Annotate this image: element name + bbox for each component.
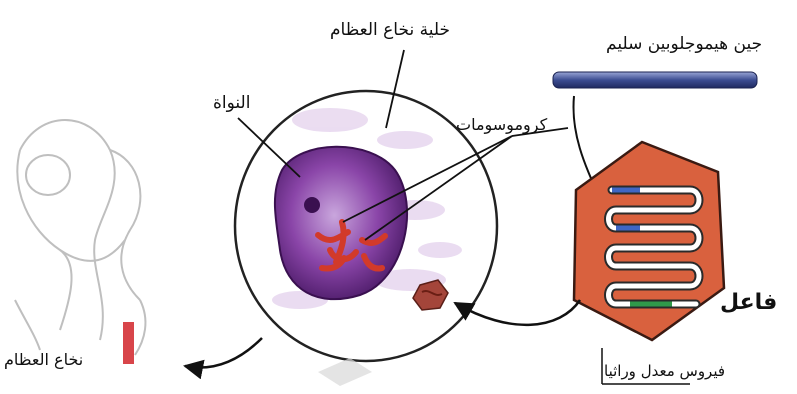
arrow-to-bone-marrow <box>185 338 262 368</box>
label-active: فاعل <box>720 290 777 315</box>
pelvis-bone-illustration <box>15 120 145 355</box>
label-healthy-gene: جين هيموجلوبين سليم <box>606 34 762 54</box>
label-bone-marrow: نخاع العظام <box>4 350 83 369</box>
modified-virus <box>574 142 724 340</box>
label-bone-marrow-cell: خلية نخاع العظام <box>330 20 450 40</box>
label-chromosomes: كروموسومات <box>456 115 547 134</box>
label-modified-virus: فيروس معدل وراثيا <box>604 362 725 380</box>
label-nucleus: النواة <box>213 93 250 113</box>
bone-marrow-red-strip <box>123 322 134 364</box>
healthy-gene-rod <box>553 72 757 88</box>
